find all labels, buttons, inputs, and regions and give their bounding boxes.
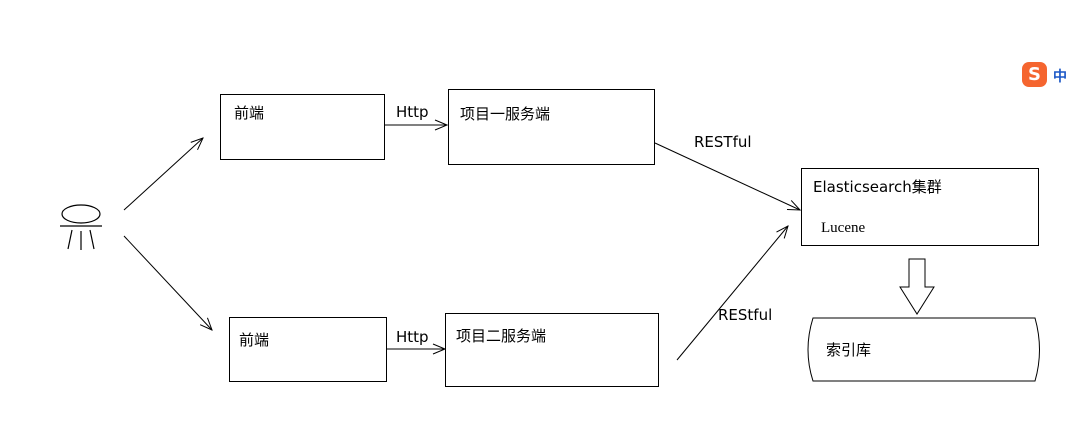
index-store-shape (807, 317, 1040, 382)
elasticsearch-label: Elasticsearch集群 (813, 178, 942, 196)
lucene-label: Lucene (821, 220, 866, 236)
arrow-user-to-frontend-2 (123, 235, 212, 330)
sogou-logo-icon: S (1022, 62, 1047, 87)
restful-2-label: REStful (718, 306, 773, 324)
frontend-1-label: 前端 (234, 104, 265, 122)
frontend-2-box (229, 317, 387, 382)
ime-indicator[interactable]: S 中 (1022, 62, 1080, 88)
restful-1-label: RESTful (694, 133, 752, 151)
ime-mode-label[interactable]: 中 (1053, 69, 1067, 85)
http-2-label: Http (396, 328, 429, 346)
user-actor-icon (60, 204, 102, 250)
frontend-2-label: 前端 (239, 331, 270, 349)
index-store-label: 索引库 (826, 341, 872, 359)
service-2-box (445, 313, 659, 387)
elasticsearch-box (801, 168, 1039, 246)
arrow-restful-1 (654, 142, 800, 210)
frontend-1-box (220, 94, 385, 160)
service-1-label: 项目一服务端 (460, 105, 551, 123)
arrow-restful-2 (676, 226, 788, 361)
http-1-label: Http (396, 103, 429, 121)
service-1-box (448, 89, 655, 165)
down-arrow-to-index (899, 258, 935, 315)
service-2-label: 项目二服务端 (456, 327, 547, 345)
arrow-user-to-frontend-1 (123, 138, 203, 211)
